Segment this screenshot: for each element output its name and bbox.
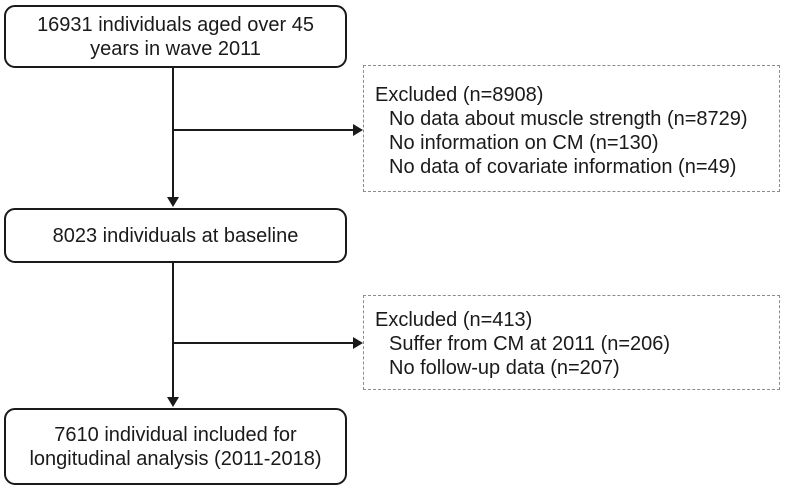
- exclusion-1-item: No information on CM (n=130): [389, 132, 659, 154]
- exclusion-2-heading: Excluded (n=413): [375, 309, 533, 331]
- arrowhead-right-to-exclusion-1: [353, 124, 363, 136]
- box-baseline-line1: 8023 individuals at baseline: [52, 224, 299, 247]
- exclusion-2-item: No follow-up data (n=207): [389, 357, 620, 379]
- arrowhead-right-to-exclusion-2: [353, 337, 363, 349]
- box-initial-cohort-line1: 16931 individuals aged over 45: [37, 13, 314, 36]
- exclusion-box-1: Excluded (n=8908) No data about muscle s…: [363, 65, 780, 192]
- flow-line-to-exclusion-2: [173, 342, 353, 344]
- exclusion-1-item: No data of covariate information (n=49): [389, 156, 737, 178]
- exclusion-1-heading: Excluded (n=8908): [375, 84, 544, 106]
- exclusion-2-item: Suffer from CM at 2011 (n=206): [389, 333, 671, 355]
- arrowhead-down-to-baseline: [167, 197, 179, 207]
- box-initial-cohort-line2: years in wave 2011: [90, 37, 261, 60]
- flow-line-initial-to-baseline: [172, 66, 174, 200]
- flow-line-baseline-to-final: [172, 261, 174, 398]
- box-final-analysis-line1: 7610 individual included for: [54, 423, 297, 446]
- flow-line-to-exclusion-1: [173, 129, 353, 131]
- box-final-analysis: 7610 individual included for longitudina…: [4, 408, 347, 485]
- box-baseline: 8023 individuals at baseline: [4, 208, 347, 263]
- exclusion-1-item: No data about muscle strength (n=8729): [389, 108, 748, 130]
- box-initial-cohort: 16931 individuals aged over 45 years in …: [4, 5, 347, 68]
- exclusion-box-2: Excluded (n=413) Suffer from CM at 2011 …: [363, 295, 780, 390]
- box-final-analysis-line2: longitudinal analysis (2011-2018): [29, 447, 322, 470]
- arrowhead-down-to-final: [167, 397, 179, 407]
